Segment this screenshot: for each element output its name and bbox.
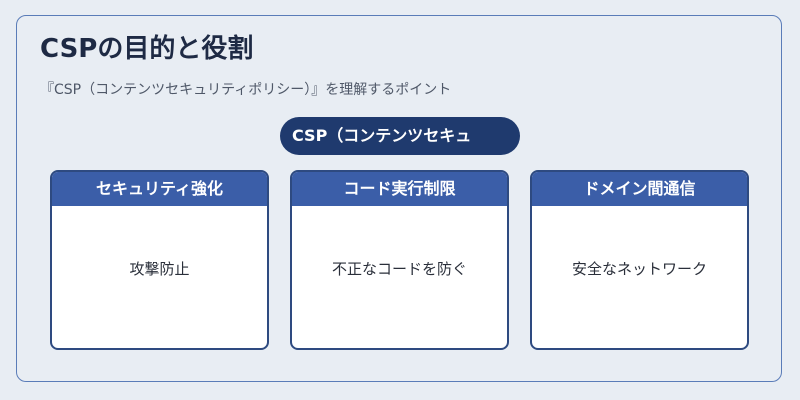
card-security: セキュリティ強化 攻撃防止 [50, 170, 269, 350]
card-cross-domain: ドメイン間通信 安全なネットワーク [530, 170, 749, 350]
card-header: コード実行制限 [292, 172, 507, 206]
card-body: 攻撃防止 [129, 259, 190, 278]
central-topic-pill: CSP（コンテンツセキュ [280, 117, 520, 155]
page-title: CSPの目的と役割 [40, 34, 254, 64]
card-body: 不正なコードを防ぐ [331, 259, 467, 278]
card-code-execution: コード実行制限 不正なコードを防ぐ [290, 170, 509, 350]
card-body: 安全なネットワーク [571, 259, 707, 278]
page-subtitle: 『CSP（コンテンツセキュリティポリシー）』を理解するポイント [40, 82, 452, 98]
card-header: ドメイン間通信 [532, 172, 747, 206]
card-header: セキュリティ強化 [52, 172, 267, 206]
